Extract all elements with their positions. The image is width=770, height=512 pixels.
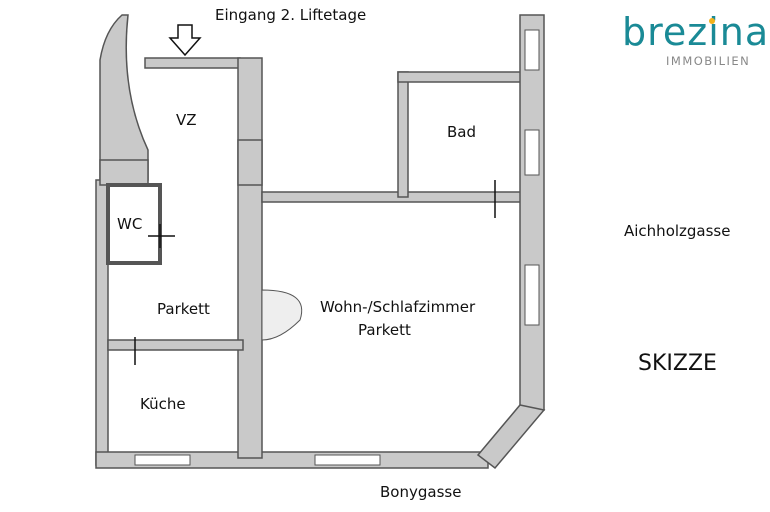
main-top-wall (261, 191, 525, 203)
bad-left-wall (397, 71, 409, 198)
room-wohn: Wohn-/Schlafzimmer (320, 298, 476, 316)
room-bad: Bad (447, 123, 477, 141)
vz-left-block (99, 159, 149, 186)
room-wc: WC (117, 215, 143, 233)
curved-wall (99, 14, 149, 181)
sketch-label: SKIZZE (638, 351, 717, 376)
brezina-logo: brezina IMMOBILIEN (622, 10, 770, 68)
entrance-arrow-icon (168, 24, 202, 57)
room-vz: VZ (176, 111, 197, 129)
room-wohn-floor: Parkett (358, 321, 411, 339)
logo-sub: IMMOBILIEN (666, 54, 751, 68)
street-bonygasse: Bonygasse (380, 483, 462, 501)
kueche-top-wall (107, 339, 244, 351)
logo-brand: brezina (622, 10, 770, 54)
vz-top-wall (144, 57, 241, 69)
room-parkett: Parkett (157, 300, 210, 318)
center-wall (237, 57, 263, 459)
street-aichholzgasse: Aichholzgasse (624, 222, 731, 240)
diagonal-wall (476, 404, 546, 470)
logo-dot (709, 18, 715, 24)
right-wall (519, 14, 545, 411)
entrance-label: Eingang 2. Liftetage (215, 6, 367, 24)
room-kueche: Küche (140, 395, 186, 413)
bad-top-wall (397, 71, 524, 83)
